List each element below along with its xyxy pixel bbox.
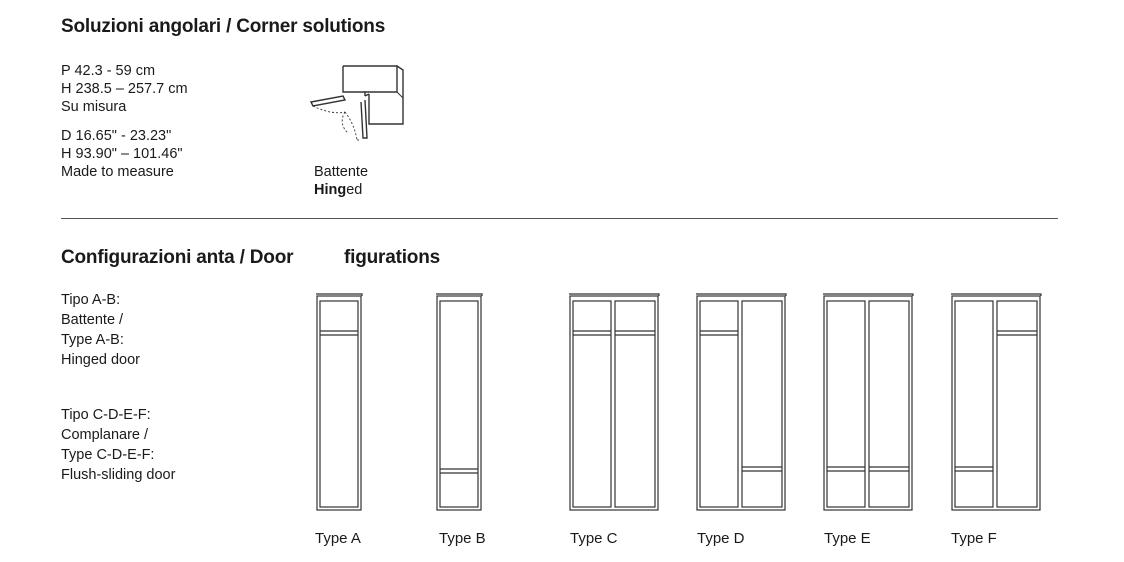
spec-height-in: H 93.90" – 101.46" bbox=[61, 146, 183, 162]
group1-line3: Type A-B: bbox=[61, 332, 124, 348]
spec-depth-in: D 16.65" - 23.23" bbox=[61, 128, 172, 144]
type-d-label: Type D bbox=[697, 530, 745, 547]
door-config-title-part2: figurations bbox=[344, 247, 440, 268]
group2-line1: Tipo C-D-E-F: bbox=[61, 407, 151, 423]
spec-made-to-measure-it: Su misura bbox=[61, 99, 127, 115]
corner-hinged-diagram bbox=[309, 65, 404, 141]
type-f-label: Type F bbox=[951, 530, 997, 547]
group2-line4: Flush-sliding door bbox=[61, 467, 176, 483]
cabinet-type-d bbox=[696, 293, 788, 511]
spec-height-cm: H 238.5 – 257.7 cm bbox=[61, 81, 188, 97]
label-hinged-rest: ed bbox=[346, 182, 363, 198]
metric-specs: P 42.3 - 59 cm H 238.5 – 257.7 cm Su mis… bbox=[61, 62, 188, 116]
cabinet-type-c bbox=[569, 293, 661, 511]
label-battente: Battente bbox=[314, 164, 369, 180]
hinged-door-group: Tipo A-B: Battente / Type A-B: Hinged do… bbox=[61, 290, 140, 370]
cabinet-type-b bbox=[436, 293, 484, 511]
corner-solutions-title: Soluzioni angolari / Corner solutions bbox=[61, 16, 386, 37]
cabinet-type-a bbox=[316, 293, 364, 511]
group1-line1: Tipo A-B: bbox=[61, 292, 121, 308]
spec-depth-cm: P 42.3 - 59 cm bbox=[61, 63, 156, 79]
group2-line3: Type C-D-E-F: bbox=[61, 447, 155, 463]
type-b-label: Type B bbox=[439, 530, 486, 547]
group2-line2: Complanare / bbox=[61, 427, 149, 443]
type-c-label: Type C bbox=[570, 530, 618, 547]
flush-sliding-group: Tipo C-D-E-F: Complanare / Type C-D-E-F:… bbox=[61, 405, 175, 485]
corner-diagram-label: Battente Hinged bbox=[314, 163, 368, 199]
group1-line4: Hinged door bbox=[61, 352, 140, 368]
imperial-specs: D 16.65" - 23.23" H 93.90" – 101.46" Mad… bbox=[61, 127, 183, 181]
cabinet-type-e bbox=[823, 293, 915, 511]
label-hinged-bold: Hing bbox=[314, 182, 347, 198]
section-divider bbox=[61, 218, 1058, 219]
cabinet-type-f bbox=[951, 293, 1043, 511]
spec-made-to-measure-en: Made to measure bbox=[61, 164, 174, 180]
door-config-title-part1: Configurazioni anta / Door bbox=[61, 247, 294, 268]
label-hinged: Hinged bbox=[314, 181, 368, 199]
type-e-label: Type E bbox=[824, 530, 871, 547]
group1-line2: Battente / bbox=[61, 312, 124, 328]
type-a-label: Type A bbox=[315, 530, 361, 547]
